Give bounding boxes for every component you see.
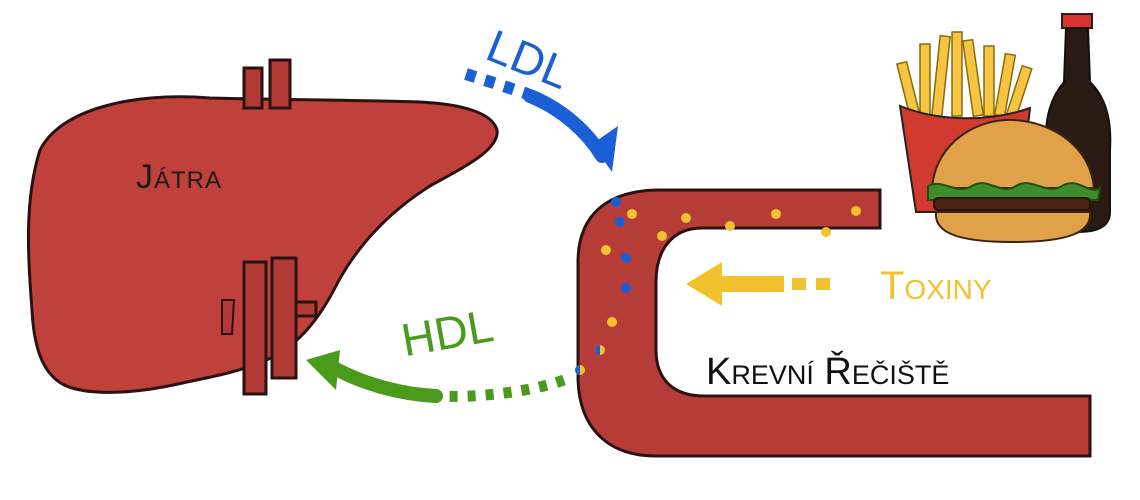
burger-icon [927,118,1102,244]
toxin-dot [657,231,667,241]
liver-illustration [26,58,499,396]
ldl-particles [611,197,631,293]
toxin-dot [851,206,861,216]
ldl-arrow-head [592,126,618,172]
vein-branch [294,300,318,318]
mixed-dot-half [595,345,600,355]
toxin-dot [681,213,691,223]
toxin-arrow-head [686,262,722,306]
toxin-dot [725,221,735,231]
ldl-dot [611,197,621,207]
fry [961,38,985,118]
ldl-arrow [464,68,618,172]
ldl-dot [615,217,625,227]
fry [951,31,963,117]
toxin-arrow-shaft [718,276,784,292]
toxin-arrow [686,262,840,306]
ldl-dot [621,253,631,263]
toxin-dot [771,209,781,219]
hdl-arrow-dots [435,374,566,402]
bloodstream-label: Krevní Řečiště [706,351,950,393]
mixed-dot-half [575,365,580,375]
burger-lettuce [927,182,1102,201]
fry [983,45,995,117]
fry [919,43,931,117]
liver-label: Játra [136,158,223,196]
toxin-dot [627,209,637,219]
toxin-dot [601,245,611,255]
hdl-arrow [306,350,566,403]
burger-top-bun [930,118,1096,189]
vein-bottom-left [242,260,268,396]
burger-bottom-bun [934,211,1092,244]
fries-sticks [895,31,1033,124]
vein-top-right [268,58,292,110]
toxins-label: Toxiny [880,264,992,308]
hdl-arrow-shaft [327,361,443,403]
mixed-particles [575,345,605,375]
ldl-dot [621,283,631,293]
hdl-arrow-head [306,350,340,390]
ldl-arrow-shaft [523,89,609,163]
junk-food [895,13,1112,244]
vein-bottom-right [270,256,298,380]
vein-top-left [242,66,264,110]
fry [931,34,951,118]
toxin-particles [601,206,861,327]
burger-patty [933,197,1091,211]
vein-small [221,299,236,335]
bottle-cap [1061,13,1093,29]
toxin-dot [607,317,617,327]
toxin-dot [821,227,831,237]
